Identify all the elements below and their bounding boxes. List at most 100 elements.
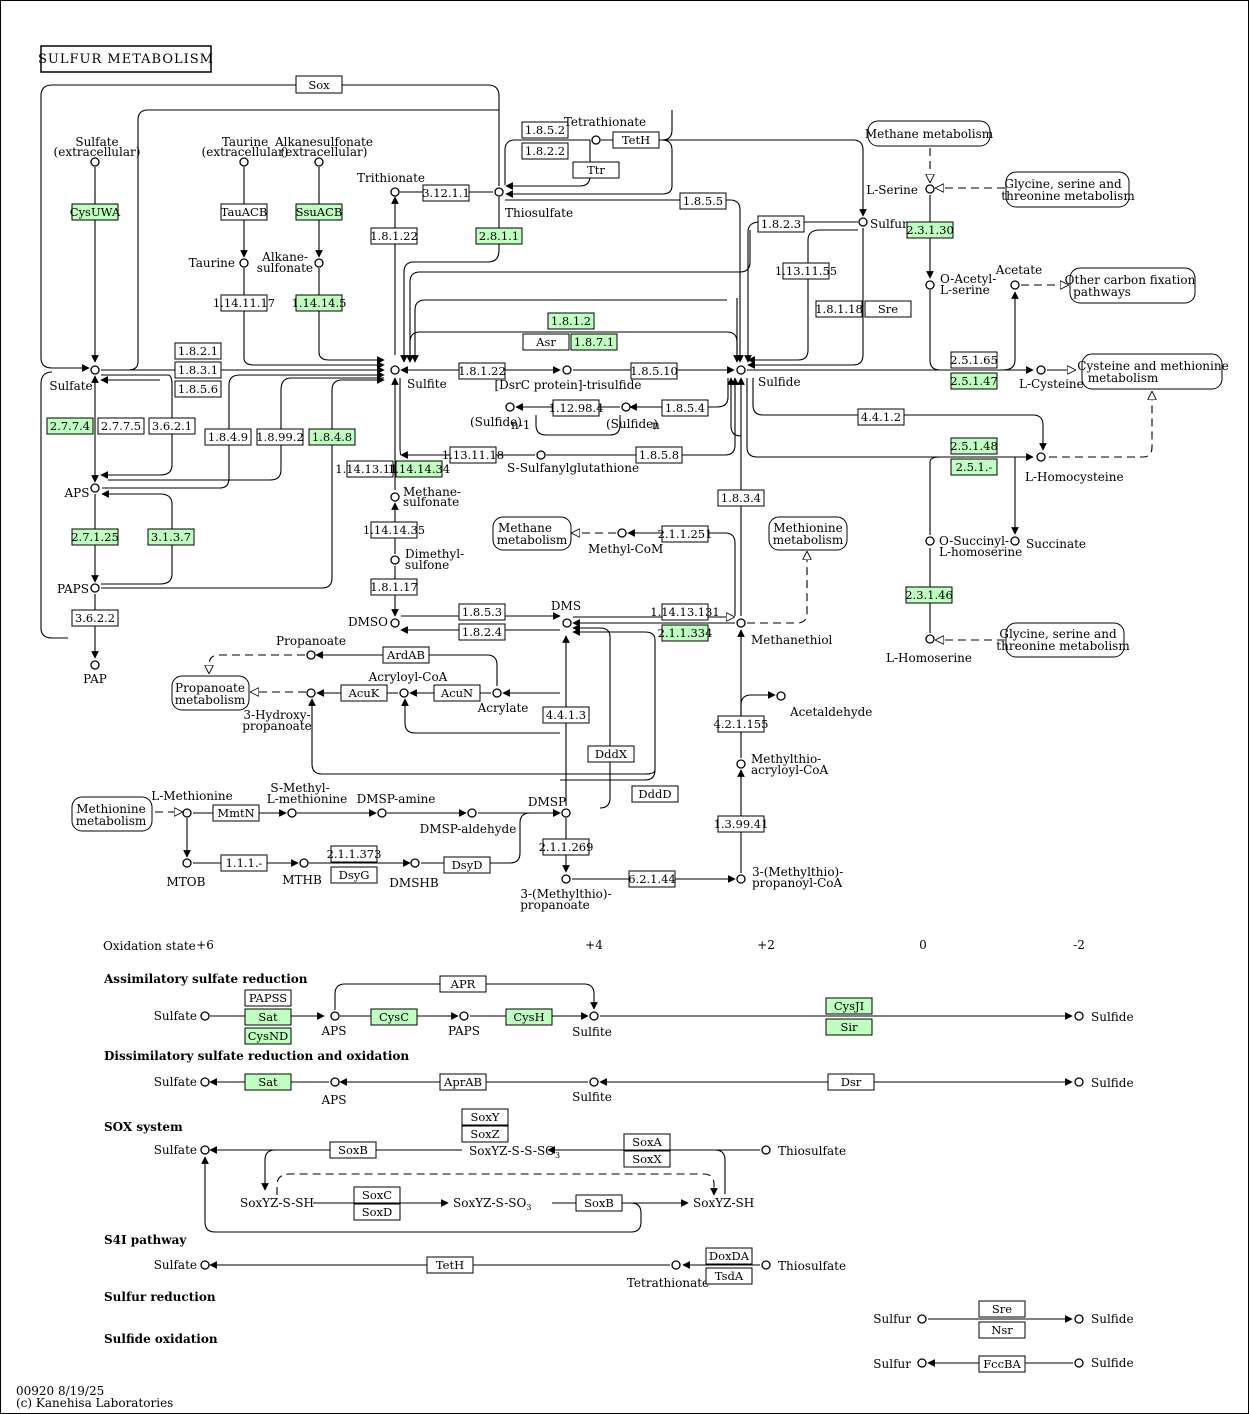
sred-enzyme-nsr[interactable]: Nsr xyxy=(978,1321,1026,1339)
node-sulfite[interactable] xyxy=(390,365,400,375)
sox-node-sulfate[interactable] xyxy=(200,1145,210,1155)
enzyme-2-5-1-65[interactable]: 2.5.1.65 xyxy=(950,351,998,369)
enzyme-1-8-5-6[interactable]: 1.8.5.6 xyxy=(174,380,222,398)
assim-enzyme-cysc[interactable]: CysC xyxy=(370,1008,418,1026)
s4i-enzyme-teth[interactable]: TetH xyxy=(426,1256,474,1274)
node-sulfide-n-1[interactable] xyxy=(505,402,515,412)
dissim-enzyme-sat[interactable]: Sat xyxy=(244,1073,292,1091)
enzyme-1-8-2-1[interactable]: 1.8.2.1 xyxy=(174,342,222,360)
enzyme-sox[interactable]: Sox xyxy=(295,75,343,94)
enzyme-1-3-99-41[interactable]: 1.3.99.41 xyxy=(714,815,769,833)
node-o-succinyl-l-homoserine[interactable] xyxy=(925,536,935,546)
enzyme-acuk[interactable]: AcuK xyxy=(340,684,388,702)
sred-enzyme-sre[interactable]: Sre xyxy=(978,1300,1026,1318)
dissim-node-sulfite[interactable] xyxy=(589,1077,599,1087)
map-box-methane-metabolism-2[interactable]: Methane metabolism xyxy=(492,516,572,551)
enzyme-sre[interactable]: Sre xyxy=(864,300,912,318)
enzyme-1-14-13-131[interactable]: 1.14.13.131 xyxy=(650,603,720,621)
enzyme-1-14-14-34[interactable]: 1.14.14.34 xyxy=(388,460,450,478)
sred-node-sulfide[interactable] xyxy=(1074,1314,1084,1324)
enzyme-1-8-5-8[interactable]: 1.8.5.8 xyxy=(635,446,683,464)
enzyme-1-8-1-18[interactable]: 1.8.1.18 xyxy=(815,300,863,318)
node-l-homoserine[interactable] xyxy=(925,634,935,644)
node-sulfide[interactable] xyxy=(736,365,746,375)
enzyme-taucab[interactable]: TauACB xyxy=(220,203,268,221)
node-s-sulfanylglutathione[interactable] xyxy=(536,450,546,460)
node-dmsp[interactable] xyxy=(561,808,571,818)
node-dmsp-amine[interactable] xyxy=(377,808,387,818)
node-methyl-com[interactable] xyxy=(617,528,627,538)
sox2-node-sulfur[interactable] xyxy=(917,1358,927,1368)
assim-enzyme-papss[interactable]: PAPSS xyxy=(244,989,292,1007)
enzyme-ardab[interactable]: ArdAB xyxy=(382,646,430,664)
enzyme-dsyd[interactable]: DsyD xyxy=(443,856,491,874)
enzyme-2-3-1-46[interactable]: 2.3.1.46 xyxy=(905,586,953,604)
node-dmso[interactable] xyxy=(390,618,400,628)
node-dmsp-aldehyde[interactable] xyxy=(467,808,477,818)
enzyme-2-5-1-dash[interactable]: 2.5.1.- xyxy=(950,458,998,476)
assim-enzyme-cysji[interactable]: CysJI xyxy=(825,997,873,1015)
enzyme-1-14-13-111[interactable]: 1.14.13.111 xyxy=(335,460,405,478)
enzyme-2-7-7-5[interactable]: 2.7.7.5 xyxy=(97,417,145,435)
enzyme-1-13-11-55[interactable]: 1.13.11.55 xyxy=(775,262,837,280)
map-box-glycine-serine-threonine[interactable]: Glycine, serine and threonine metabolism xyxy=(1001,171,1135,208)
dissim-enzyme-dsr[interactable]: Dsr xyxy=(827,1073,875,1091)
enzyme-1-8-5-5[interactable]: 1.8.5.5 xyxy=(679,192,727,210)
node-mtob[interactable] xyxy=(182,858,192,868)
node-thiosulfate[interactable] xyxy=(494,187,504,197)
node-acryloyl-coa[interactable] xyxy=(399,688,409,698)
dissim-node-sulfide[interactable] xyxy=(1074,1077,1084,1087)
node-mthb[interactable] xyxy=(299,858,309,868)
node-dms[interactable] xyxy=(562,618,572,628)
map-box-cysteine-methionine[interactable]: Cysteine and methionine metabolism xyxy=(1077,353,1229,390)
node-l-homocysteine[interactable] xyxy=(1036,452,1046,462)
enzyme-2-7-7-4[interactable]: 2.7.7.4 xyxy=(46,417,94,435)
enzyme-2-8-1-1[interactable]: 2.8.1.1 xyxy=(475,227,523,245)
assim-node-paps[interactable] xyxy=(459,1011,469,1021)
sox-enzyme-soxa[interactable]: SoxA xyxy=(623,1133,671,1151)
enzyme-dsyg[interactable]: DsyG xyxy=(330,866,378,884)
node-acetaldehyde[interactable] xyxy=(776,691,786,701)
dissim-node-aps[interactable] xyxy=(330,1077,340,1087)
enzyme-2-1-1-251[interactable]: 2.1.1.251 xyxy=(658,525,713,543)
assim-enzyme-apr[interactable]: APR xyxy=(439,975,487,993)
assim-node-sulfite[interactable] xyxy=(589,1011,599,1021)
sox-enzyme-soxx[interactable]: SoxX xyxy=(623,1150,671,1168)
enzyme-acun[interactable]: AcuN xyxy=(433,684,481,702)
map-box-methionine-metabolism-2[interactable]: Methionine metabolism xyxy=(71,796,153,832)
assim-enzyme-sat[interactable]: Sat xyxy=(244,1008,292,1026)
enzyme-3-6-2-2[interactable]: 3.6.2.2 xyxy=(71,609,119,627)
sox-enzyme-soxy[interactable]: SoxY xyxy=(461,1108,509,1126)
node-aps[interactable] xyxy=(90,483,100,493)
enzyme-2-1-1-373[interactable]: 2.1.1.373 xyxy=(327,845,382,863)
enzyme-ssuacb[interactable]: SsuACB xyxy=(295,203,343,221)
map-box-methionine-metabolism[interactable]: Methionine metabolism xyxy=(768,516,848,551)
enzyme-1-8-5-2[interactable]: 1.8.5.2 xyxy=(521,121,569,139)
node-methylthiopropanoate[interactable] xyxy=(561,874,571,884)
assim-node-sulfide[interactable] xyxy=(1074,1011,1084,1021)
node-taurine[interactable] xyxy=(239,258,249,268)
enzyme-1-8-2-2[interactable]: 1.8.2.2 xyxy=(521,142,569,160)
assim-enzyme-cysh[interactable]: CysH xyxy=(505,1008,553,1026)
enzyme-1-8-5-4[interactable]: 1.8.5.4 xyxy=(661,399,709,417)
enzyme-1-8-3-4[interactable]: 1.8.3.4 xyxy=(717,489,765,507)
node-pap[interactable] xyxy=(90,660,100,670)
enzyme-2-1-1-334[interactable]: 2.1.1.334 xyxy=(658,624,713,642)
enzyme-dddx[interactable]: DddX xyxy=(587,745,635,763)
assim-enzyme-sir[interactable]: Sir xyxy=(825,1018,873,1036)
s4i-enzyme-tsda[interactable]: TsdA xyxy=(705,1267,753,1285)
enzyme-1-8-1-2[interactable]: 1.8.1.2 xyxy=(547,312,595,330)
enzyme-3-6-2-1[interactable]: 3.6.2.1 xyxy=(148,417,196,435)
enzyme-2-7-1-25[interactable]: 2.7.1.25 xyxy=(71,528,119,546)
node-methanethiol[interactable] xyxy=(736,618,746,628)
node-alkanesulfonate[interactable] xyxy=(314,258,324,268)
sox-enzyme-soxb-2[interactable]: SoxB xyxy=(575,1194,623,1212)
node-propanoate[interactable] xyxy=(306,650,316,660)
enzyme-1-8-1-22[interactable]: 1.8.1.22 xyxy=(370,227,418,245)
sox-enzyme-soxd[interactable]: SoxD xyxy=(353,1203,401,1221)
enzyme-1-8-5-3[interactable]: 1.8.5.3 xyxy=(458,603,506,621)
node-l-methionine[interactable] xyxy=(182,808,192,818)
node-dmshb[interactable] xyxy=(410,858,420,868)
sred-node-sulfur[interactable] xyxy=(917,1314,927,1324)
enzyme-1-1-1-dash[interactable]: 1.1.1.- xyxy=(220,854,268,872)
